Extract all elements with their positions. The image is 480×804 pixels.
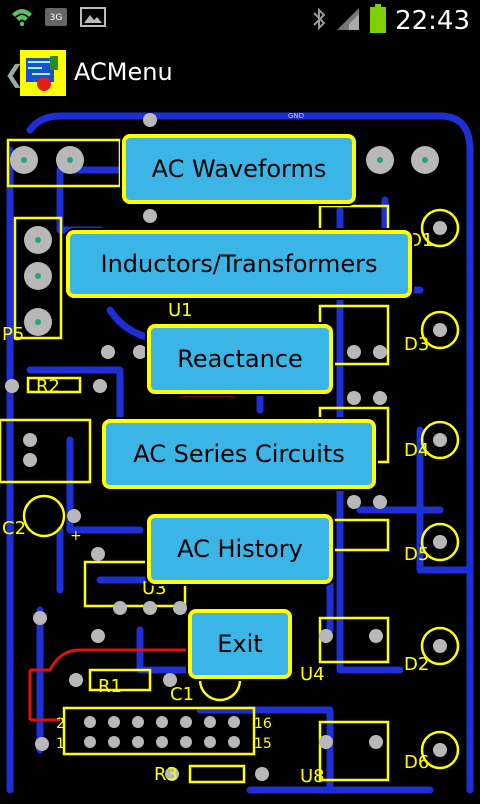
label-r1: R1 (98, 676, 122, 697)
label-u4: U4 (300, 664, 325, 685)
label-d3: D3 (404, 334, 429, 355)
label-pin2: 2 (56, 716, 65, 732)
battery-icon (369, 4, 387, 38)
inductors-transformers-button[interactable]: Inductors/Transformers (66, 230, 412, 298)
shield-icon (10, 6, 34, 32)
label-u1: U1 (168, 300, 193, 321)
label-p5: P5 (2, 324, 24, 345)
bluetooth-icon (311, 6, 327, 36)
label-r3: R3 (154, 764, 178, 785)
label-d1: D1 (408, 230, 433, 251)
label-r2: R2 (36, 376, 60, 397)
label-c2: C2 (2, 518, 26, 539)
label-d4: D4 (404, 440, 429, 461)
label-u8: U8 (300, 766, 325, 787)
pcb-background: U1 U3 R1 R2 R3 C1 C2 P5 D1 D2 D3 D4 D5 D… (0, 110, 480, 800)
action-bar: ❮ ACMenu (0, 38, 480, 111)
clock: 22:43 (395, 6, 470, 36)
exit-button[interactable]: Exit (188, 609, 292, 679)
network-3g-icon: 3G (44, 6, 70, 32)
label-c1: C1 (170, 684, 194, 705)
label-pin15: 15 (254, 736, 272, 752)
ac-history-button[interactable]: AC History (147, 514, 333, 584)
svg-text:3G: 3G (50, 13, 63, 23)
status-bar: 3G 22:43 (0, 0, 480, 38)
label-plus: + (70, 528, 82, 544)
app-title: ACMenu (74, 58, 173, 86)
label-pin1: 1 (56, 736, 65, 752)
reactance-button[interactable]: Reactance (147, 324, 333, 394)
circuit-app-icon[interactable] (20, 50, 66, 96)
chevron-left-icon[interactable]: ❮ (4, 60, 25, 88)
picture-icon (80, 6, 106, 32)
label-d2: D2 (404, 654, 429, 675)
label-gnd: GND (288, 112, 304, 120)
ac-series-circuits-button[interactable]: AC Series Circuits (102, 419, 376, 489)
label-d6: D6 (404, 752, 429, 773)
label-pin16: 16 (254, 716, 272, 732)
signal-icon (335, 6, 361, 36)
ac-waveforms-button[interactable]: AC Waveforms (122, 134, 356, 204)
label-d5: D5 (404, 544, 429, 565)
